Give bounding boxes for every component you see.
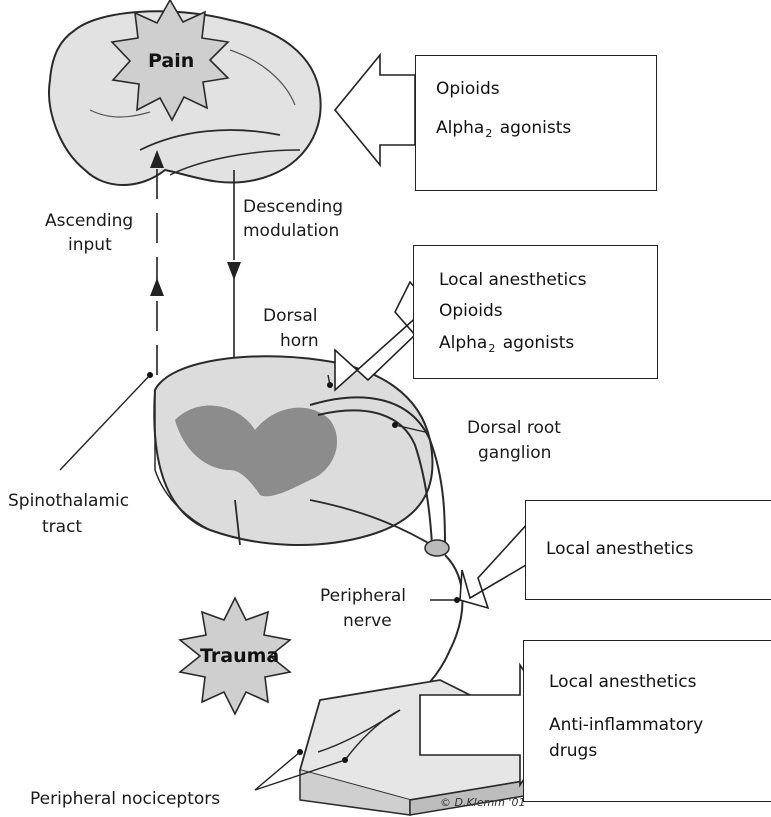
drug-anti-inflammatory: Anti-inflammatory (549, 714, 703, 737)
drug-local-anesthetics: Local anesthetics (439, 269, 586, 292)
drug-box-brain: Opioids Alpha2 agonists (415, 55, 657, 191)
ascending-arrow (150, 150, 164, 375)
ascending-label-1: Ascending (45, 210, 133, 232)
descending-label-1: Descending (243, 196, 343, 218)
drug-alpha2-agonists: Alpha2 agonists (439, 332, 574, 360)
drug-box-peripheral-nerve: Local anesthetics (525, 500, 771, 600)
dorsal-root-label-2: ganglion (478, 442, 551, 464)
pain-label: Pain (148, 50, 194, 72)
descending-label-2: modulation (243, 220, 339, 242)
drug-drugs: drugs (549, 740, 597, 763)
drug-alpha2-agonists: Alpha2 agonists (436, 117, 571, 145)
artist-credit: © D.Klemm '01 (440, 796, 525, 809)
spinal-cord-illustration (154, 356, 449, 556)
trauma-label: Trauma (200, 645, 279, 667)
drug-local-anesthetics: Local anesthetics (549, 671, 696, 694)
drug-opioids: Opioids (436, 78, 500, 101)
spinothalamic-label-2: tract (42, 516, 82, 538)
ascending-label-2: input (68, 234, 112, 256)
drug-local-anesthetics: Local anesthetics (546, 538, 693, 561)
drug-opioids: Opioids (439, 300, 503, 323)
dorsal-root-label-1: Dorsal root (467, 417, 561, 439)
drug-box-nociceptors: Local anesthetics Anti-inflammatory drug… (523, 640, 771, 802)
dorsal-horn-label-1: Dorsal (263, 305, 317, 327)
peripheral-nerve-label-1: Peripheral (320, 585, 406, 607)
dorsal-horn-label-2: horn (280, 330, 319, 352)
drug-box-dorsal-horn: Local anesthetics Opioids Alpha2 agonist… (413, 245, 658, 379)
peripheral-nociceptors-label: Peripheral nociceptors (30, 788, 220, 810)
peripheral-nerve-label-2: nerve (343, 610, 392, 632)
spinothalamic-label-1: Spinothalamic (8, 490, 129, 512)
